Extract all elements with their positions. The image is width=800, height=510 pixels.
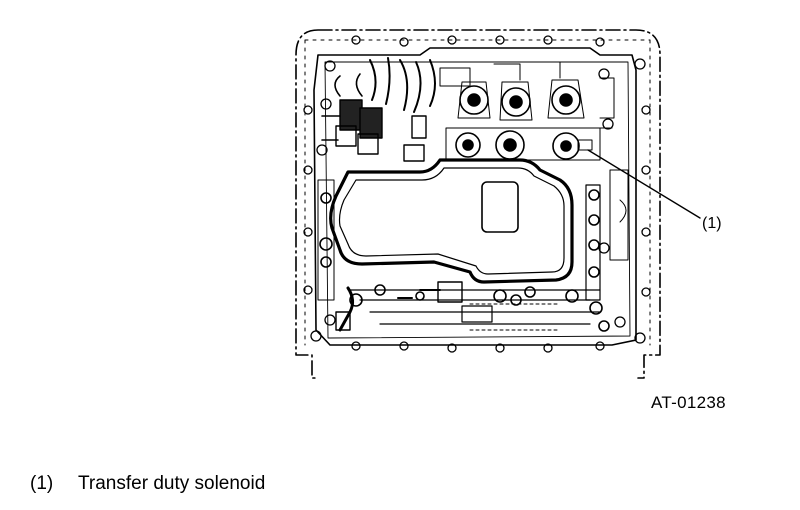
transfer-duty-solenoid xyxy=(552,132,593,160)
callout-leader-line xyxy=(587,149,701,219)
bolt-holes xyxy=(303,35,651,353)
harness-connectors xyxy=(321,57,436,162)
valve-body-outline xyxy=(313,47,637,346)
legend-number: (1) xyxy=(30,473,54,494)
solenoid-lower-1 xyxy=(455,132,481,158)
gasket-window xyxy=(329,158,574,284)
oil-pan-outline xyxy=(295,29,661,379)
callout-label: (1) xyxy=(702,215,722,232)
legend-label: Transfer duty solenoid xyxy=(78,473,266,494)
solenoid-lower-2 xyxy=(495,130,525,160)
solenoid-upper-3 xyxy=(547,79,585,119)
solenoid-upper-1 xyxy=(457,81,491,119)
legend-item: (1) Transfer duty solenoid xyxy=(30,473,265,495)
figure-code: AT-01238 xyxy=(651,393,726,412)
solenoid-upper-2 xyxy=(499,81,533,121)
